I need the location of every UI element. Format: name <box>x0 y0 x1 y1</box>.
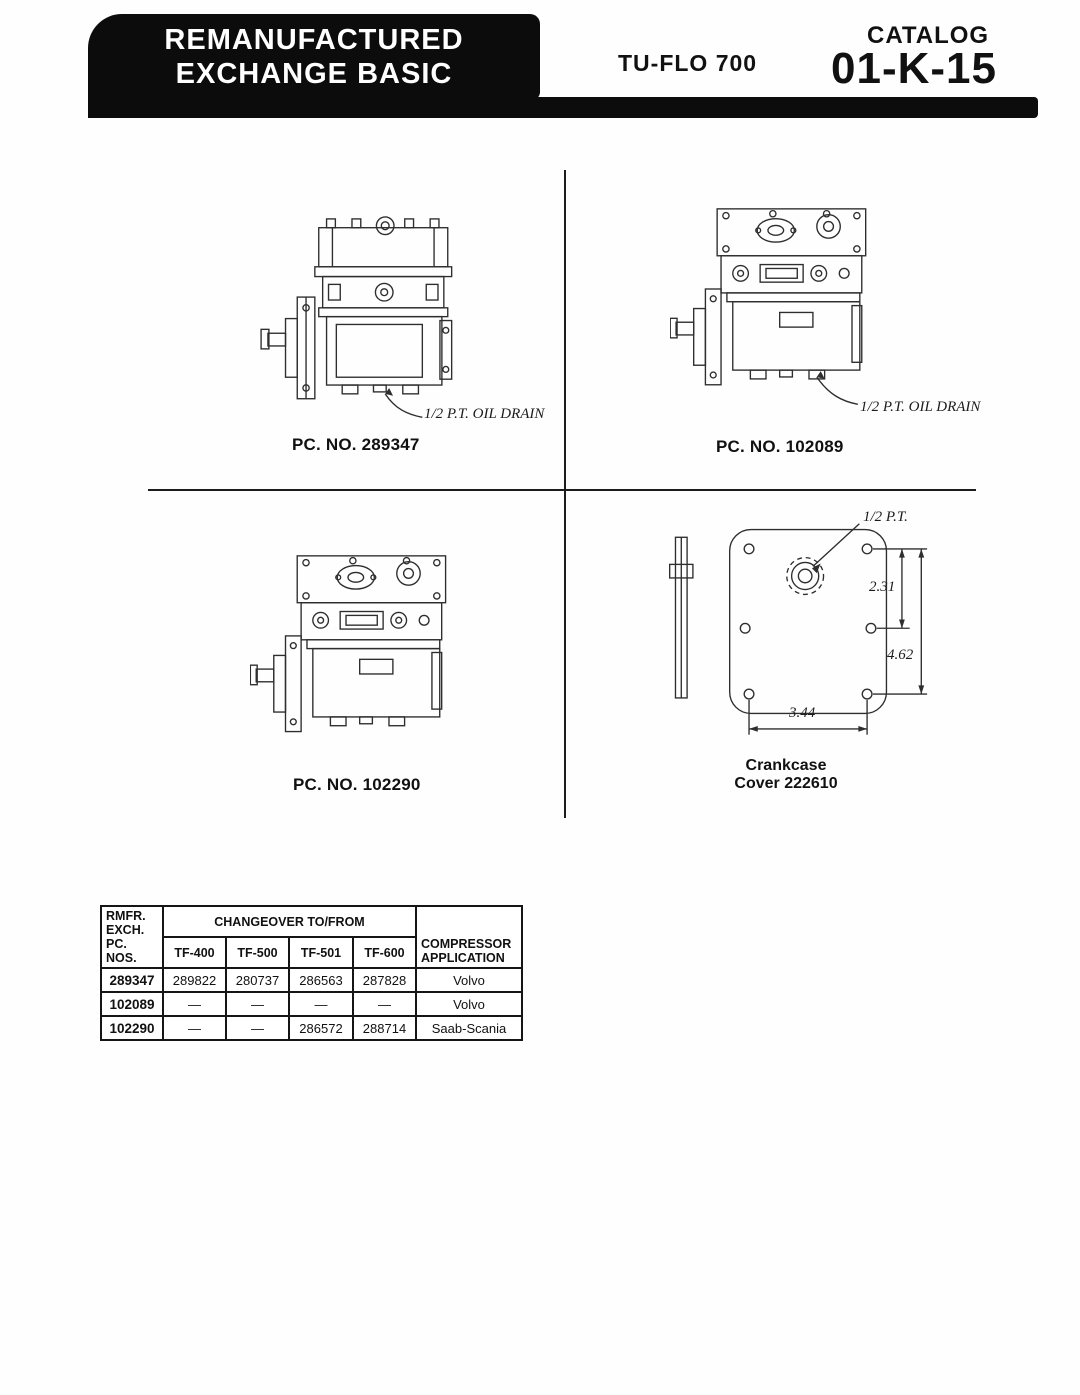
col-header-application: COMPRESSOR APPLICATION <box>415 905 523 969</box>
catalog-number: 01-K-15 <box>831 44 997 93</box>
title-banner: REMANUFACTURED EXCHANGE BASIC <box>88 14 540 100</box>
cell-tf-501: — <box>288 991 354 1017</box>
catalog-label: CATALOG <box>867 22 990 49</box>
figure-caption: PC. NO. 102089 <box>716 437 844 456</box>
header-line: COMPRESSOR <box>421 937 512 951</box>
cell-application: Saab-Scania <box>415 1015 523 1041</box>
cell-pc-no: 289347 <box>100 967 164 993</box>
cell-tf-600: 288714 <box>352 1015 417 1041</box>
col-header-tf-400: TF-400 <box>162 936 227 969</box>
figure-crankcase-cover: 1/2 P.T. 2.31 4.62 3.44 Crankcase Cover … <box>655 505 995 810</box>
col-header-changeover: CHANGEOVER TO/FROM <box>162 905 417 938</box>
cell-tf-501: 286572 <box>288 1015 354 1041</box>
table-row: 102290 — — 286572 288714 Saab-Scania <box>100 1015 523 1041</box>
banner-title-line-2: EXCHANGE BASIC <box>175 58 453 90</box>
figure-caption: PC. NO. 289347 <box>292 435 420 454</box>
cell-tf-501: 286563 <box>288 967 354 993</box>
table-header-row-2: TF-400 TF-500 TF-501 TF-600 <box>101 936 522 969</box>
oil-drain-callout: 1/2 P.T. OIL DRAIN <box>860 399 981 415</box>
cell-tf-600: — <box>352 991 417 1017</box>
col-header-pc-nos: RMFR. EXCH. PC. NOS. <box>100 905 164 969</box>
horizontal-divider <box>148 489 976 491</box>
figure-compressor-102089: 1/2 P.T. OIL DRAIN PC. NO. 102089 <box>660 195 1020 465</box>
dim-4-62: 4.62 <box>887 647 914 663</box>
header-line: PC. NOS. <box>106 937 137 965</box>
figure-caption: Crankcase Cover 222610 <box>711 757 861 793</box>
banner-underline-bar <box>88 97 1038 118</box>
table-row: 102089 — — — — Volvo <box>100 991 523 1017</box>
cell-application: Volvo <box>415 967 523 993</box>
header-line: EXCH. <box>106 923 145 937</box>
cell-tf-400: — <box>162 1015 227 1041</box>
compressor-top-view-drawing <box>250 555 447 733</box>
cell-pc-no: 102290 <box>100 1015 164 1041</box>
table-header-row-1: RMFR. EXCH. PC. NOS. CHANGEOVER TO/FROM … <box>100 905 523 969</box>
oil-drain-callout: 1/2 P.T. OIL DRAIN <box>424 406 545 422</box>
compressor-side-view-drawing <box>260 216 453 418</box>
banner-title-line-1: REMANUFACTURED <box>164 24 464 56</box>
cell-tf-500: — <box>225 991 290 1017</box>
vertical-divider <box>564 170 566 818</box>
dim-3-44: 3.44 <box>789 705 816 721</box>
caption-line-2: Cover 222610 <box>734 775 838 792</box>
dim-2-31: 2.31 <box>869 579 896 595</box>
figure-compressor-102290: PC. NO. 102290 <box>235 545 565 810</box>
figure-caption: PC. NO. 102290 <box>293 775 421 794</box>
col-header-tf-501: TF-501 <box>288 936 354 969</box>
table-row: 289347 289822 280737 286563 287828 Volvo <box>100 967 523 993</box>
header-line: RMFR. <box>106 909 146 923</box>
col-header-tf-500: TF-500 <box>225 936 290 969</box>
figure-compressor-289347: 1/2 P.T. OIL DRAIN PC. NO. 289347 <box>240 205 570 465</box>
cell-tf-500: 280737 <box>225 967 290 993</box>
crankcase-cover-drawing <box>669 523 928 735</box>
col-header-tf-600: TF-600 <box>352 936 417 969</box>
compressor-top-view-drawing <box>670 208 867 405</box>
cell-application: Volvo <box>415 991 523 1017</box>
cell-tf-400: 289822 <box>162 967 227 993</box>
cell-tf-400: — <box>162 991 227 1017</box>
pt-callout: 1/2 P.T. <box>863 509 908 525</box>
model-name: TU-FLO 700 <box>618 50 758 76</box>
cell-tf-600: 287828 <box>352 967 417 993</box>
cell-pc-no: 102089 <box>100 991 164 1017</box>
cell-tf-500: — <box>225 1015 290 1041</box>
caption-line-1: Crankcase <box>745 757 827 774</box>
header-line: APPLICATION <box>421 951 505 965</box>
changeover-table: RMFR. EXCH. PC. NOS. CHANGEOVER TO/FROM … <box>100 905 523 1041</box>
